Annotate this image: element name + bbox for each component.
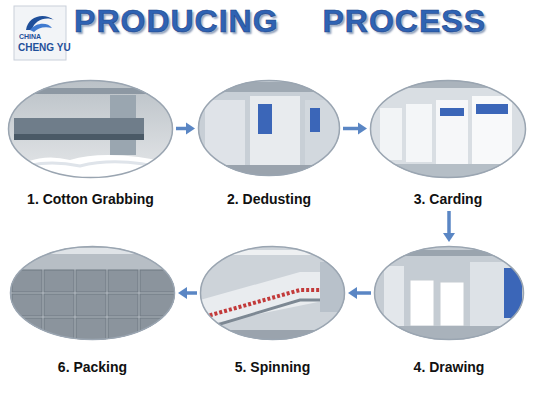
photo-ellipse: [8, 80, 173, 178]
step-caption: 3. Carding: [414, 191, 482, 207]
step-caption: 5. Spinning: [235, 359, 310, 375]
process-step: 4. Drawing: [374, 246, 524, 375]
logo-text: CHINA: [19, 33, 41, 40]
process-step: 2. Dedusting: [198, 80, 340, 207]
flow-arrow: [176, 123, 195, 135]
step-caption: 4. Drawing: [414, 359, 485, 375]
flow-arrow: [348, 287, 371, 299]
step-caption: 6. Packing: [58, 359, 127, 375]
process-step: 3. Carding: [370, 80, 526, 207]
flow-arrow: [443, 211, 455, 242]
diagram-title: PRODUCING PROCESS: [70, 3, 490, 40]
photo-ellipse: [10, 246, 175, 340]
step-caption: 2. Dedusting: [227, 191, 311, 207]
photo-ellipse: [374, 246, 524, 340]
photo-ellipse: [198, 80, 340, 176]
logo-text: CHENG YU: [18, 42, 71, 53]
process-step: 6. Packing: [10, 246, 175, 375]
photo-ellipse: [370, 80, 526, 178]
flow-arrow: [178, 287, 197, 299]
photo-ellipse: [200, 246, 345, 340]
process-step: 5. Spinning: [200, 246, 345, 375]
flow-arrow: [343, 123, 367, 135]
process-step: 1. Cotton Grabbing: [8, 80, 173, 207]
step-caption: 1. Cotton Grabbing: [27, 191, 154, 207]
